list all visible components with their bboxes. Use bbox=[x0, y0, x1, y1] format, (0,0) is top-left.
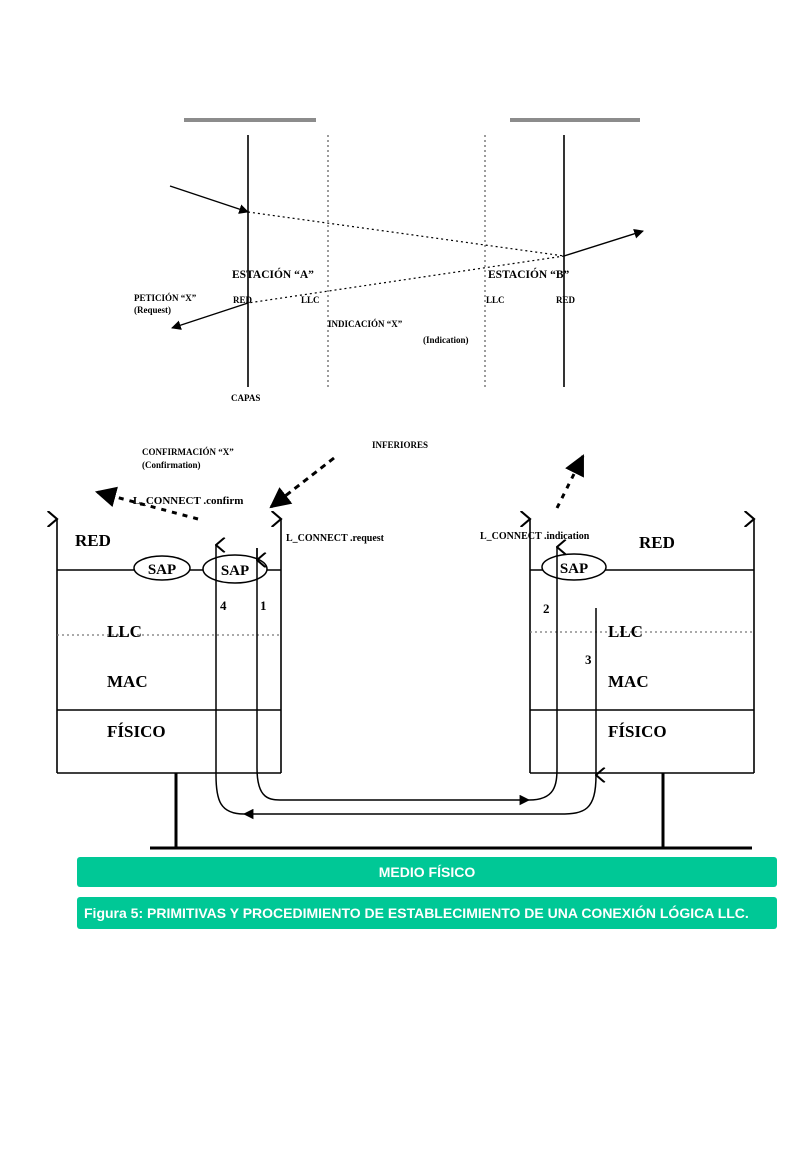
step-4-label: 4 bbox=[220, 598, 227, 613]
request-label: (Request) bbox=[134, 305, 171, 315]
inferiores-pointer-arrow bbox=[269, 456, 335, 509]
llc-b-label: LLC bbox=[486, 295, 505, 305]
medio-fisico-banner: MEDIO FÍSICO bbox=[77, 857, 777, 887]
left-fisico-label: FÍSICO bbox=[107, 722, 166, 741]
right-sap bbox=[541, 553, 607, 581]
physical-medium-bus bbox=[150, 773, 752, 850]
l-connect-request-label: L_CONNECT .request bbox=[286, 533, 385, 544]
right-fisico-label: FÍSICO bbox=[608, 722, 667, 741]
right-mac-label: MAC bbox=[608, 672, 649, 691]
left-red-label: RED bbox=[75, 531, 111, 550]
station-a-label: ESTACIÓN “A” bbox=[232, 267, 314, 281]
left-sap-1-label: SAP bbox=[148, 562, 176, 578]
figure-caption: Figura 5: PRIMITIVAS Y PROCEDIMIENTO DE … bbox=[77, 897, 777, 929]
indicacion-label: INDICACIÓN “X” bbox=[328, 319, 403, 329]
red-b-label: RED bbox=[556, 295, 576, 305]
station-right-stack: RED LLC MAC FÍSICO SAP 2 3 bbox=[530, 519, 754, 774]
red-a-label: RED bbox=[233, 295, 253, 305]
step-3-label: 3 bbox=[585, 652, 592, 667]
indication-out-arrow bbox=[555, 454, 585, 509]
llc-a-label: LLC bbox=[301, 295, 320, 305]
l-connect-indication-label: L_CONNECT .indication bbox=[480, 531, 590, 542]
request-dotted-transfer bbox=[247, 211, 565, 257]
confirmation-label: (Confirmation) bbox=[142, 460, 201, 470]
station-a-header-bar bbox=[184, 118, 316, 122]
indication-label: (Indication) bbox=[423, 335, 469, 345]
capas-label: CAPAS bbox=[231, 393, 260, 403]
inferiores-label: INFERIORES bbox=[372, 440, 428, 450]
flow-request-transmission bbox=[256, 767, 531, 806]
right-sap-label: SAP bbox=[560, 561, 588, 577]
left-sap-2 bbox=[202, 554, 268, 584]
request-arrow bbox=[169, 185, 249, 214]
confirmacion-label: CONFIRMACIÓN “X” bbox=[142, 447, 234, 457]
response-dotted-transfer bbox=[247, 255, 565, 304]
peticion-label: PETICIÓN “X” bbox=[134, 293, 197, 303]
left-llc-label: LLC bbox=[107, 622, 142, 641]
right-llc-label: LLC bbox=[608, 622, 643, 641]
left-mac-label: MAC bbox=[107, 672, 148, 691]
flow-step-2 bbox=[528, 547, 557, 801]
station-b-header-bar bbox=[510, 118, 640, 122]
flow-response-transmission bbox=[242, 774, 597, 820]
time-sequence-diagram: ESTACIÓN “A” ESTACIÓN “B” RED LLC LLC RE… bbox=[134, 118, 644, 470]
confirm-arrow bbox=[171, 302, 249, 330]
left-sap-1 bbox=[133, 555, 191, 581]
right-red-label: RED bbox=[639, 533, 675, 552]
indication-arrow bbox=[563, 228, 644, 257]
step-1-label: 1 bbox=[260, 598, 267, 613]
l-connect-confirm-label: L_CONNECT .confirm bbox=[133, 495, 243, 507]
left-sap-2-label: SAP bbox=[221, 563, 249, 579]
step-2-label: 2 bbox=[543, 601, 550, 616]
station-left-stack: RED LLC MAC FÍSICO SAP SAP 4 1 bbox=[57, 519, 281, 774]
primitive-flow-lines bbox=[216, 545, 597, 820]
flow-step-4 bbox=[216, 545, 245, 815]
station-b-label: ESTACIÓN “B” bbox=[488, 267, 570, 281]
